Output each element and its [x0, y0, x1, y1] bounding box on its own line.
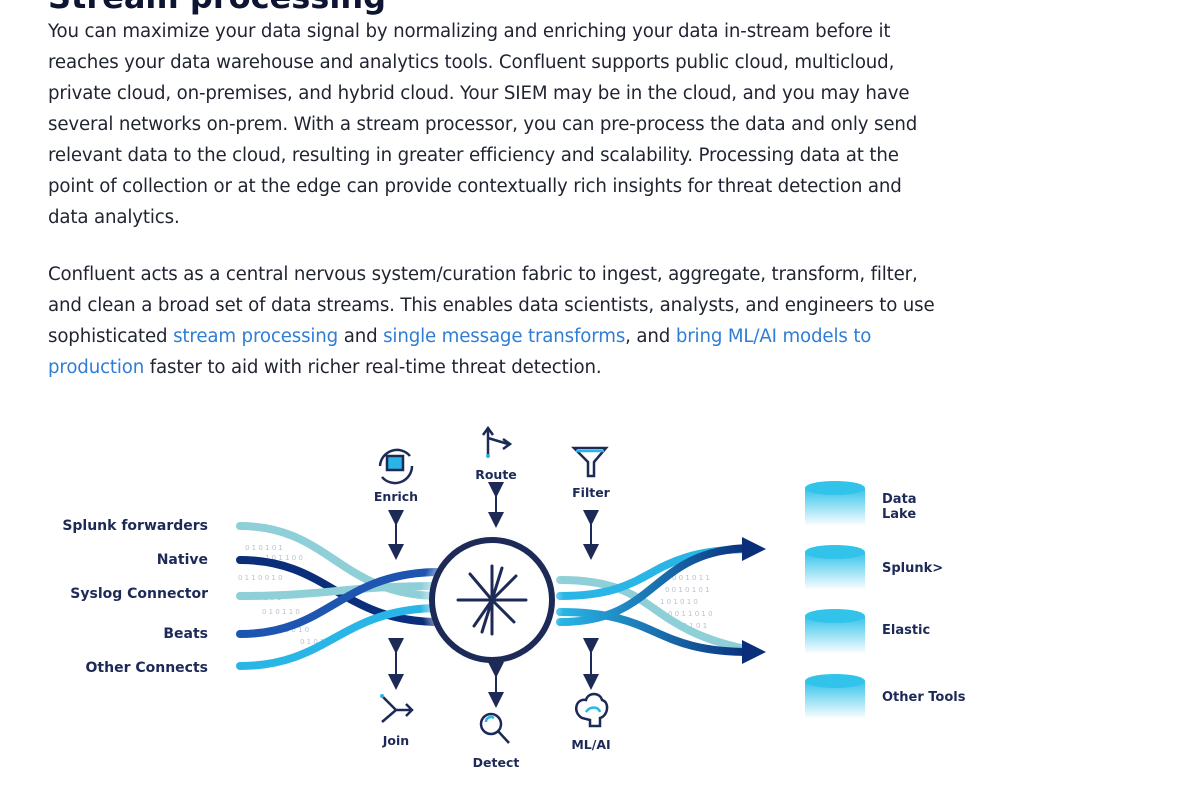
text-segment: sophisticated: [48, 326, 174, 347]
stream-processing-diagram: Splunk forwarders Native Syslog Connecto…: [62, 425, 966, 770]
text-segment: and: [338, 326, 384, 347]
ml-ai-models-link-continued[interactable]: production: [48, 357, 145, 378]
svg-text:0 0 1 0 1 0 1: 0 0 1 0 1 0 1: [665, 586, 710, 594]
stream-syslog-connector: [236, 582, 444, 600]
source-label-syslog-connector: Syslog Connector: [70, 586, 208, 602]
paragraph-line: production faster to aid with richer rea…: [48, 352, 988, 383]
operation-arrows: [388, 482, 599, 708]
paragraph-line: and clean a broad set of data streams. T…: [48, 295, 935, 316]
other-tools-cylinder: [805, 674, 865, 719]
stream-processing-link[interactable]: stream processing: [173, 326, 339, 347]
stream-other-connects: [236, 604, 444, 670]
data-lake-cylinder: [805, 481, 865, 526]
svg-text:1 0 1 1 0 0: 1 0 1 1 0 0: [265, 554, 303, 562]
ml-ai-models-link[interactable]: bring ML/AI models to: [675, 326, 872, 347]
svg-text:0 1 0 1: 0 1 0 1: [300, 638, 325, 646]
paragraph-line: data analytics.: [48, 207, 180, 228]
svg-text:0 0 1 1 0 1 0: 0 0 1 1 0 1 0: [668, 610, 713, 618]
destination-label-data-lake-line2: Lake: [882, 507, 916, 522]
paragraph-line: Confluent acts as a central nervous syst…: [48, 264, 918, 285]
destination-label-elastic: Elastic: [882, 623, 930, 638]
incoming-streams: [236, 522, 444, 670]
detect-label: Detect: [473, 755, 520, 770]
paragraph-line: several networks on-prem. With a stream …: [48, 114, 918, 135]
enrich-label: Enrich: [374, 489, 418, 504]
paragraph-line: point of collection or at the edge can p…: [48, 176, 902, 197]
destination-label-other-tools: Other Tools: [882, 690, 966, 705]
section-heading-cut-off: Stream processing: [48, 0, 386, 16]
destination-label-splunk: Splunk>: [882, 561, 943, 576]
filter-icon: [570, 446, 609, 478]
single-message-transforms-link[interactable]: single message transforms: [383, 326, 626, 347]
source-label-native: Native: [157, 552, 208, 568]
paragraph-line: relevant data to the cloud, resulting in…: [48, 145, 899, 166]
svg-text:0 1 1 0 0 1 0: 0 1 1 0 0 1 0: [238, 574, 283, 582]
splunk-cylinder: [805, 545, 865, 590]
svg-text:1 0 1 0 1: 1 0 1 0 1: [676, 622, 707, 630]
paragraph-line: You can maximize your data signal by nor…: [48, 21, 891, 42]
route-label: Route: [475, 467, 517, 482]
source-label-splunk-forwarders: Splunk forwarders: [62, 518, 208, 534]
filter-label: Filter: [572, 485, 611, 500]
confluent-paragraph: Confluent acts as a central nervous syst…: [48, 259, 988, 383]
paragraph-line: reaches your data warehouse and analytic…: [48, 52, 895, 73]
detect-icon: [479, 712, 510, 744]
brain-icon: [574, 692, 609, 728]
text-segment: faster to aid with richer real-time thre…: [144, 357, 602, 378]
confluent-logo-icon: [456, 564, 528, 636]
route-icon: [481, 425, 513, 458]
stream-splunk-forwarders: [236, 522, 444, 600]
enrich-icon: [378, 448, 414, 485]
join-label: Join: [382, 733, 409, 748]
intro-paragraph: You can maximize your data signal by nor…: [48, 16, 988, 233]
paragraph-line: private cloud, on-premises, and hybrid c…: [48, 83, 910, 104]
text-segment: , and: [625, 326, 676, 347]
paragraph-line: sophisticated stream processing and sing…: [48, 321, 988, 352]
stream-beats: [236, 568, 444, 638]
join-icon: [380, 694, 414, 723]
destination-label-data-lake-line1: Data: [882, 492, 917, 507]
source-label-other-connects: Other Connects: [86, 660, 208, 676]
source-label-beats: Beats: [163, 626, 208, 642]
outgoing-streams: [556, 544, 754, 656]
svg-text:0 1 0 1 1 0: 0 1 0 1 1 0: [262, 608, 300, 616]
svg-text:1 1 0 1 0: 1 1 0 1 0: [278, 626, 309, 634]
mlai-label: ML/AI: [571, 737, 610, 752]
svg-text:0 1 0 1 0 1: 0 1 0 1 0 1: [245, 544, 283, 552]
arrow-head-up: [742, 537, 766, 561]
arrow-head-down: [742, 640, 766, 664]
svg-text:0 0 1 0 1 1: 0 0 1 0 1 1: [672, 574, 710, 582]
svg-text:1 0 1 0 1 0: 1 0 1 0 1 0: [660, 598, 698, 606]
elastic-cylinder: [805, 609, 865, 654]
